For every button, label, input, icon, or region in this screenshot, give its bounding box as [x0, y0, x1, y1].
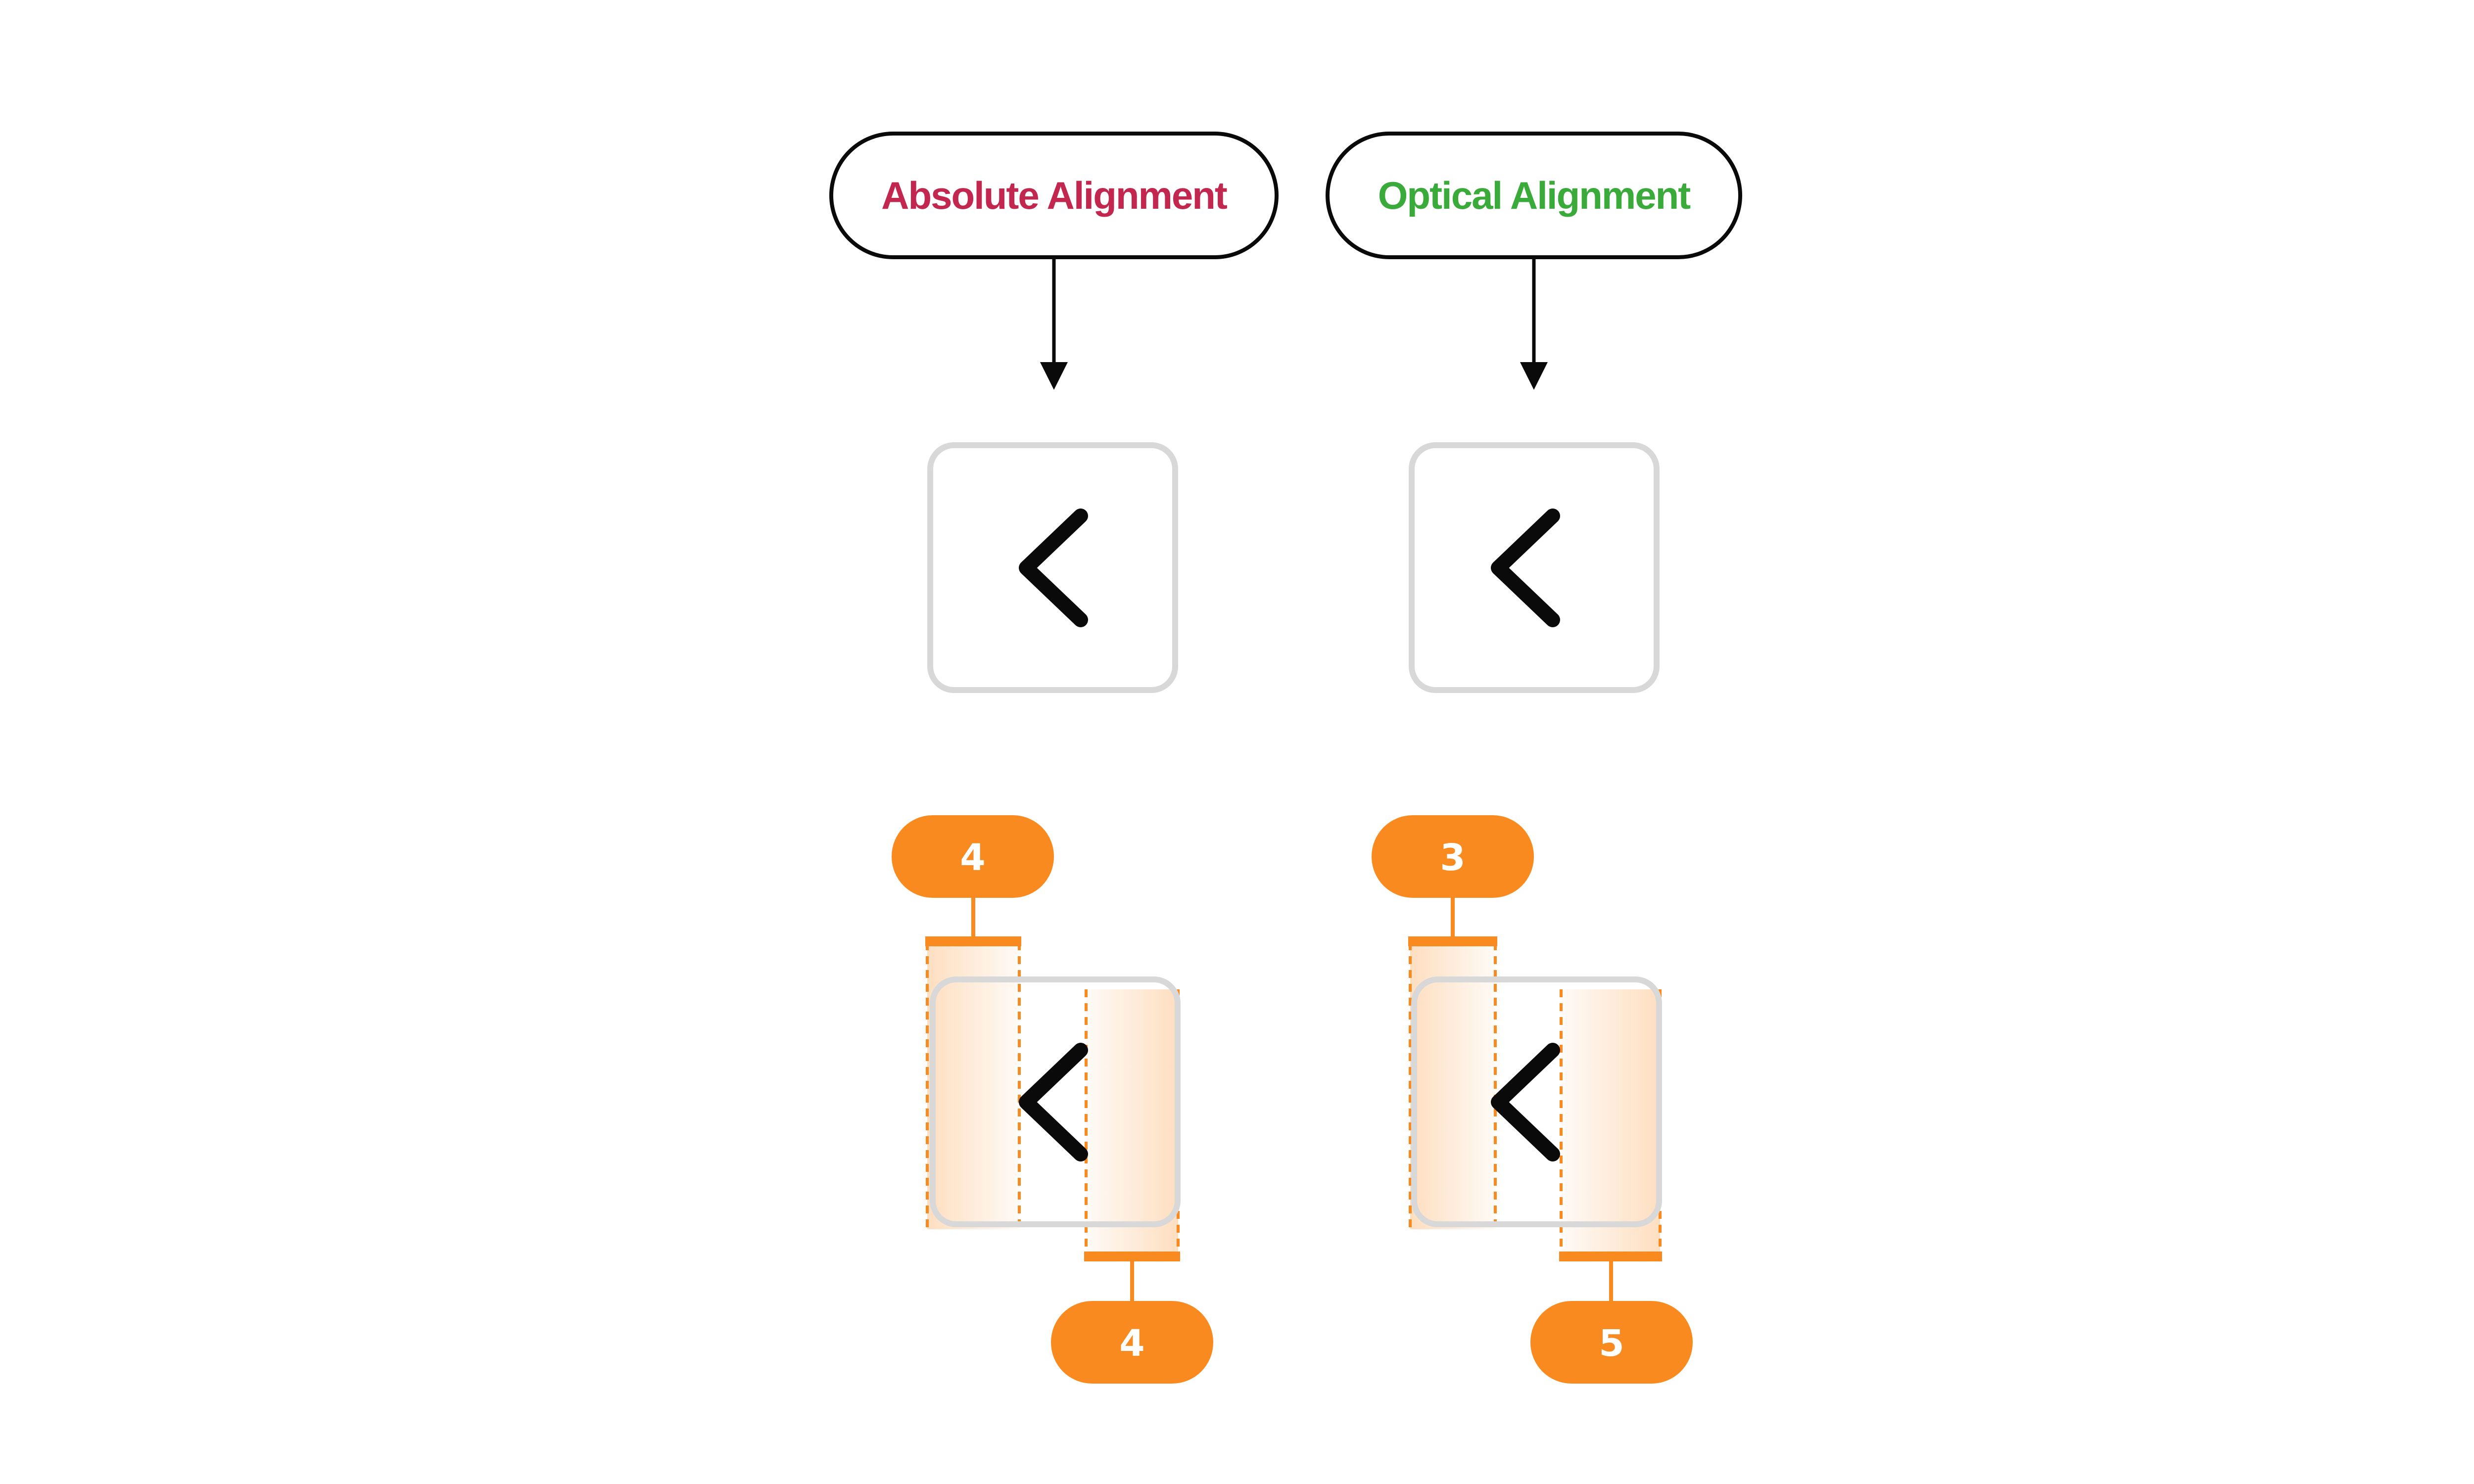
optical-right-padding-bar: [1559, 1252, 1662, 1261]
absolute-left-padding-region: [927, 942, 1019, 1229]
optical-right-padding-region: [1561, 989, 1660, 1256]
optical-left-padding-bar: [1408, 936, 1497, 946]
absolute-left-padding-bar: [925, 936, 1021, 946]
absolute-column: Absolute Alignment: [829, 132, 1279, 1384]
chevron-left-icon: [1019, 1043, 1088, 1161]
absolute-measure-diagram: 4 4: [892, 815, 1213, 1384]
optical-left-badge-pill: [1372, 815, 1534, 898]
absolute-left-badge-value: 4: [960, 836, 986, 879]
optical-alignment-label: Optical Alignment: [1326, 132, 1742, 259]
absolute-right-padding-region: [1086, 989, 1178, 1256]
absolute-right-badge-value: 4: [1119, 1322, 1145, 1365]
absolute-label-text: Absolute Alignment: [881, 174, 1228, 217]
optical-left-padding-region: [1410, 942, 1495, 1229]
optical-right-badge-pill: [1530, 1301, 1693, 1384]
optical-right-badge-value: 5: [1599, 1322, 1624, 1365]
optical-icon-frame: [1409, 442, 1660, 693]
chevron-left-icon: [1019, 509, 1088, 627]
absolute-left-badge-pill: [892, 815, 1054, 898]
optical-left-badge-value: 3: [1440, 836, 1466, 879]
optical-column: Optical Alignment 3: [1326, 132, 1742, 1384]
optical-measure-frame: [1411, 976, 1662, 1227]
optical-icon-box: [1409, 442, 1660, 693]
absolute-icon-frame: [927, 442, 1178, 693]
optical-measure-diagram: 3 5: [1372, 815, 1693, 1384]
absolute-icon-box: [927, 442, 1178, 693]
absolute-right-badge: 4: [1051, 1301, 1213, 1384]
absolute-alignment-label: Absolute Alignment: [829, 132, 1279, 259]
optical-left-badge: 3: [1372, 815, 1534, 898]
chevron-left-icon: [1491, 509, 1560, 627]
optical-right-badge: 5: [1530, 1301, 1693, 1384]
absolute-left-badge: 4: [892, 815, 1054, 898]
absolute-right-padding-bar: [1084, 1252, 1180, 1261]
optical-label-text: Optical Alignment: [1378, 174, 1691, 217]
absolute-right-badge-pill: [1051, 1301, 1213, 1384]
chevron-left-icon: [1491, 1043, 1560, 1161]
absolute-measure-frame: [930, 976, 1181, 1227]
